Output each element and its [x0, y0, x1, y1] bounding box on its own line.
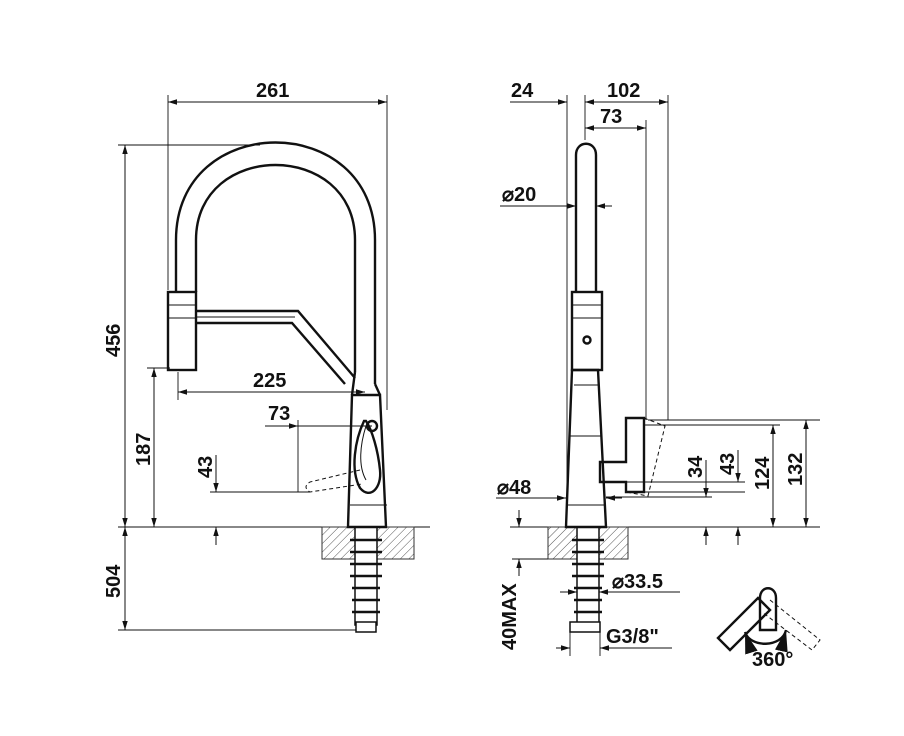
dim-lever-34: 34 — [685, 455, 707, 478]
dim-base-diameter: ⌀48 — [497, 477, 531, 499]
dim-spout-reach: 225 — [253, 370, 286, 392]
dim-lever-43: 43 — [717, 453, 739, 475]
front-view: 261 456 187 225 73 43 504 — [103, 80, 430, 633]
spray-head-side — [570, 290, 604, 372]
dim-handle-height: 43 — [195, 456, 217, 478]
dim-hole-diameter: ⌀33.5 — [612, 571, 663, 593]
rotation-icon: 360° — [716, 587, 821, 671]
spout-outer — [174, 141, 377, 384]
dim-lever-124: 124 — [752, 456, 774, 490]
lever-alt-position — [305, 469, 363, 493]
dim-spout-height: 187 — [133, 433, 155, 466]
lever-side-alt — [625, 417, 666, 497]
faucet-body-side — [564, 368, 608, 529]
dim-height-total: 456 — [103, 324, 125, 357]
hose-arm-lower — [196, 321, 346, 385]
dim-depth: 102 — [607, 80, 640, 102]
lever-side — [598, 416, 646, 494]
lever-front — [353, 419, 382, 494]
threaded-rod-front — [350, 526, 382, 633]
dim-max-deck-thickness: 40MAX — [499, 583, 521, 650]
dim-spout-diameter: ⌀20 — [502, 184, 536, 206]
dim-width-total: 261 — [256, 80, 289, 102]
dim-connector: G3/8" — [606, 626, 659, 648]
dim-lever-132: 132 — [785, 453, 807, 486]
dim-handle-reach: 73 — [268, 403, 290, 425]
side-view: 24 102 73 ⌀20 ⌀48 ⌀33.5 G3/8" 40MAX — [496, 80, 820, 656]
spout-side — [574, 142, 598, 292]
spout-inner — [194, 164, 357, 372]
spray-head-front — [166, 290, 198, 372]
threaded-rod-side — [569, 526, 604, 633]
rotation-label: 360° — [752, 649, 793, 671]
dim-handle-depth: 73 — [600, 106, 622, 128]
hose-arm-upper — [196, 309, 356, 379]
dim-below-deck: 504 — [103, 564, 125, 598]
dim-offset-back: 24 — [511, 80, 534, 102]
